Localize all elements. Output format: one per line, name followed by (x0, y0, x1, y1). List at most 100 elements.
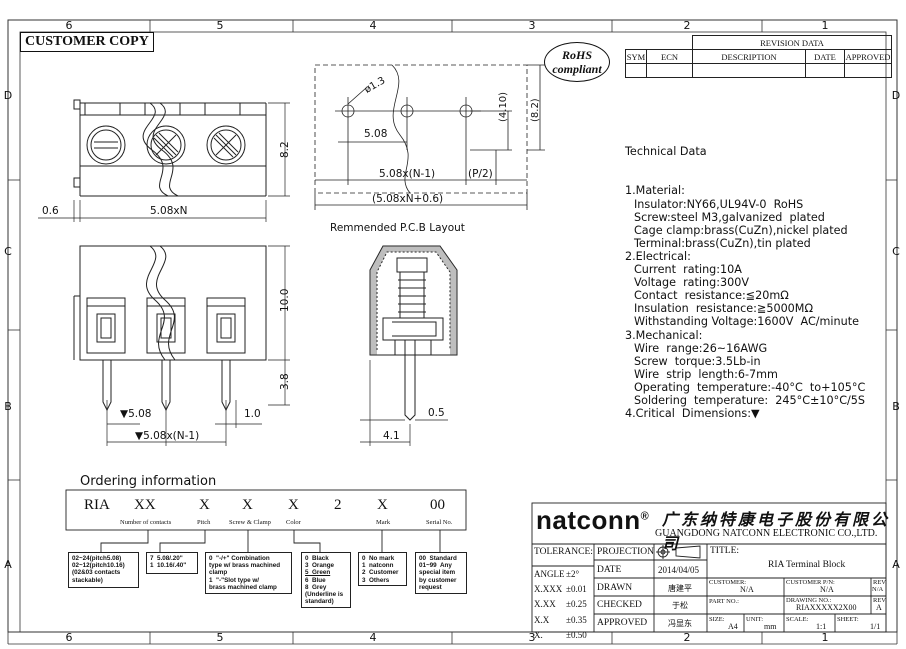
customer-label: CUSTOMER: (709, 579, 747, 586)
tech-spec-line: Current rating:10A (634, 263, 742, 277)
zone-bottom-3: 3 (528, 631, 536, 644)
label-color: Color (286, 519, 301, 526)
tech-spec-line: Screw:steel M3,galvanized plated (634, 210, 825, 224)
natconn-logo: natconn® (536, 505, 649, 536)
rohs-line2: compliant (552, 62, 602, 76)
revision-table: REVISION DATA SYM ECN DESCRIPTION DATE A… (625, 35, 892, 78)
label-number-of-contacts: Number of contacts (120, 519, 172, 526)
color-option-green: 5 Green (305, 569, 331, 577)
size-value: A4 (728, 622, 738, 631)
checked-value: 于松 (672, 601, 688, 610)
color-options-a: 0 Black 3 Orange (305, 555, 335, 570)
tech-section-heading: 1.Material: (625, 184, 685, 198)
code-serial: 00 (430, 497, 445, 513)
tech-spec-line: Wire range:26~16AWG (634, 341, 768, 355)
dim-0-6: 0.6 (42, 205, 59, 217)
code-pitch: X (199, 497, 210, 513)
option-box-serial: 00 Standard 01~99 Any special item by cu… (415, 552, 467, 594)
dim-4-1: 4.1 (383, 430, 400, 442)
rev-col-sym: SYM (625, 49, 647, 64)
tech-spec-line: Insulation resistance:≧5000MΩ (634, 302, 813, 316)
customer-copy-label: CUSTOMER COPY (20, 32, 154, 52)
drawing-no-label: DRAWING NO.: (786, 597, 832, 604)
option-box-color: 0 Black 3 Orange 5 Green 6 Blue 8 Grey (… (301, 552, 351, 608)
option-box-screw: 0 "-/+" Combination type w/ brass machin… (205, 552, 292, 594)
approved-label: APPROVED (597, 618, 648, 628)
part-no-label: PART NO.: (709, 598, 739, 605)
dim-4-10: (4.10) (498, 91, 509, 122)
code-mark: X (377, 497, 388, 513)
title-block-grid (531, 502, 887, 633)
dim-0-5: 0.5 (428, 407, 445, 419)
tech-section-heading: 2.Electrical: (625, 249, 691, 263)
option-box-mark: 0 No mark 1 natconn 2 Customer 3 Others (358, 552, 407, 586)
dim-block-length: 5.08xN (150, 205, 188, 217)
dim-pitch-n1-front: ▼5.08x(N-1) (135, 430, 200, 442)
tol-angle: ANGLE (534, 569, 565, 579)
rev-label: REV. (873, 579, 887, 586)
zone-bottom-1: 1 (821, 631, 829, 644)
scale-label: SCALE: (786, 616, 809, 623)
dim-pitch-n1-pcb: 5.08x(N-1) (379, 168, 436, 180)
front-view (73, 245, 267, 412)
label-pitch: Pitch (197, 519, 211, 526)
label-mark: Mark (376, 519, 391, 526)
pcb-layout (314, 64, 545, 210)
tech-spec-line: Wire strip length:6-7mm (634, 367, 778, 381)
option-box-pitch: 7 5.08/.20" 1 10.16/.40" (146, 552, 198, 574)
tech-spec-line: Withstanding Voltage:1600V AC/minute (634, 315, 859, 329)
pcb-layout-label: Remmended P.C.B Layout (330, 222, 465, 234)
revision-title: REVISION DATA (692, 35, 892, 50)
tol-int-value: ±0.50 (566, 629, 587, 640)
tech-spec-line: Contact resistance:≦20mΩ (634, 289, 789, 303)
code-color: X (288, 497, 299, 513)
dim-8-2: 8.2 (279, 141, 291, 158)
zone-right-b: B (892, 400, 900, 413)
ordering-title: Ordering information (80, 474, 217, 489)
top-view (73, 99, 267, 197)
dim-half-pitch: (P/2) (468, 168, 493, 180)
zone-right-c: C (892, 245, 900, 258)
label-serial-no: Serial No. (426, 519, 453, 526)
side-section (369, 245, 458, 421)
zone-bottom-2: 2 (683, 631, 691, 644)
customer-value: N/A (740, 585, 754, 594)
tolerance-table: ANGLE±2° X.XXX±0.01 X.XX±0.25 X.X±0.35 X… (534, 567, 587, 643)
rohs-badge: RoHS compliant (544, 42, 610, 82)
tol-xxx: X.XXX (534, 584, 563, 595)
option-box-contacts: 02~24(pitch5.08) 02~12(pitch10.16) (02&0… (68, 552, 139, 588)
rev-value: N/A (872, 586, 884, 593)
zone-top-4: 4 (369, 19, 377, 32)
ordering-code: RIA XX X X X 2 X 00 (66, 497, 466, 517)
zone-top-6: 6 (65, 19, 73, 32)
zone-left-d: D (3, 89, 13, 102)
zone-top-3: 3 (528, 19, 536, 32)
code-contacts: XX (134, 497, 156, 513)
code-screw: X (242, 497, 253, 513)
sheet-value: 1/1 (870, 622, 881, 631)
tol-xxx-value: ±0.01 (566, 584, 587, 595)
rohs-line1: RoHS (561, 48, 592, 62)
sheet-label: SHEET: (837, 616, 859, 623)
dim-total-length: (5.08xN+0.6) (372, 193, 444, 205)
drawn-label: DRAWN (597, 583, 633, 593)
tech-spec-line: Terminal:brass(CuZn),tin plated (634, 236, 811, 250)
code-ria: RIA (84, 497, 110, 513)
zone-top-1: 1 (821, 19, 829, 32)
registered-mark: ® (640, 510, 650, 523)
company-name-en: GUANGDONG NATCONN ELECTRONIC CO.,LTD. (655, 528, 878, 539)
projection-label: PROJECTION (597, 547, 655, 557)
tech-spec-line: Operating temperature:-40°C to+105°C (634, 380, 866, 394)
tolerance-label: TOLERANCE: (534, 547, 593, 557)
date-value: 2014/04/05 (658, 565, 700, 575)
drawn-value: 唐建平 (668, 584, 692, 593)
tol-int: X. (534, 629, 543, 640)
rev-col-ecn: ECN (646, 49, 693, 64)
date-label: DATE (597, 565, 622, 575)
tol-angle-value: ±2° (566, 569, 580, 579)
tech-spec-line: Cage clamp:brass(CuZn),nickel plated (634, 223, 848, 237)
rev-col-description: DESCRIPTION (692, 49, 806, 64)
code-fixed-2: 2 (334, 497, 342, 513)
